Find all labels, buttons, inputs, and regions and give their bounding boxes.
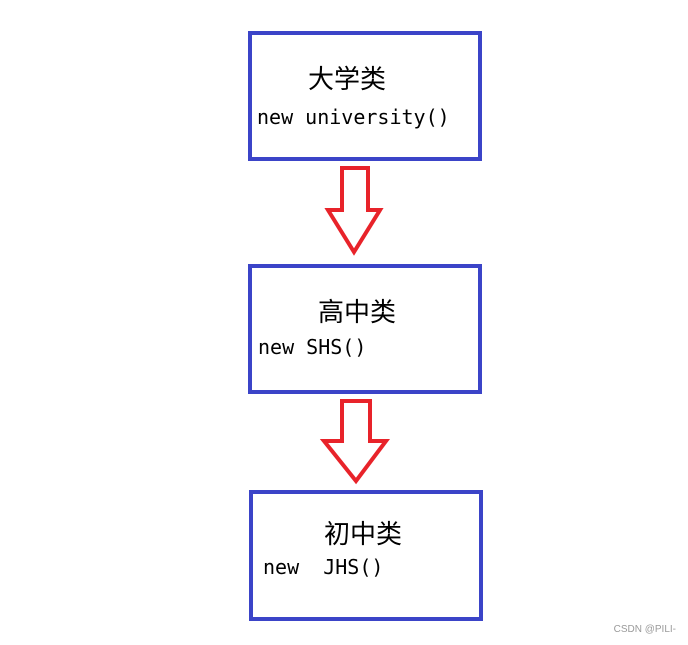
senior-high-class-box: 高中类 new SHS() bbox=[248, 264, 482, 394]
box-code: new JHS() bbox=[263, 555, 384, 579]
junior-high-class-box: 初中类 new JHS() bbox=[249, 490, 483, 621]
box-code: new SHS() bbox=[258, 335, 367, 359]
box-title: 高中类 bbox=[318, 298, 397, 328]
box-title: 大学类 bbox=[308, 65, 387, 95]
box-code: new university() bbox=[257, 105, 450, 129]
down-arrow-icon bbox=[319, 399, 390, 485]
watermark: CSDN @PILI- bbox=[613, 624, 676, 635]
down-arrow-icon bbox=[324, 166, 384, 256]
university-class-box: 大学类 new university() bbox=[248, 31, 482, 161]
box-title: 初中类 bbox=[324, 520, 403, 550]
